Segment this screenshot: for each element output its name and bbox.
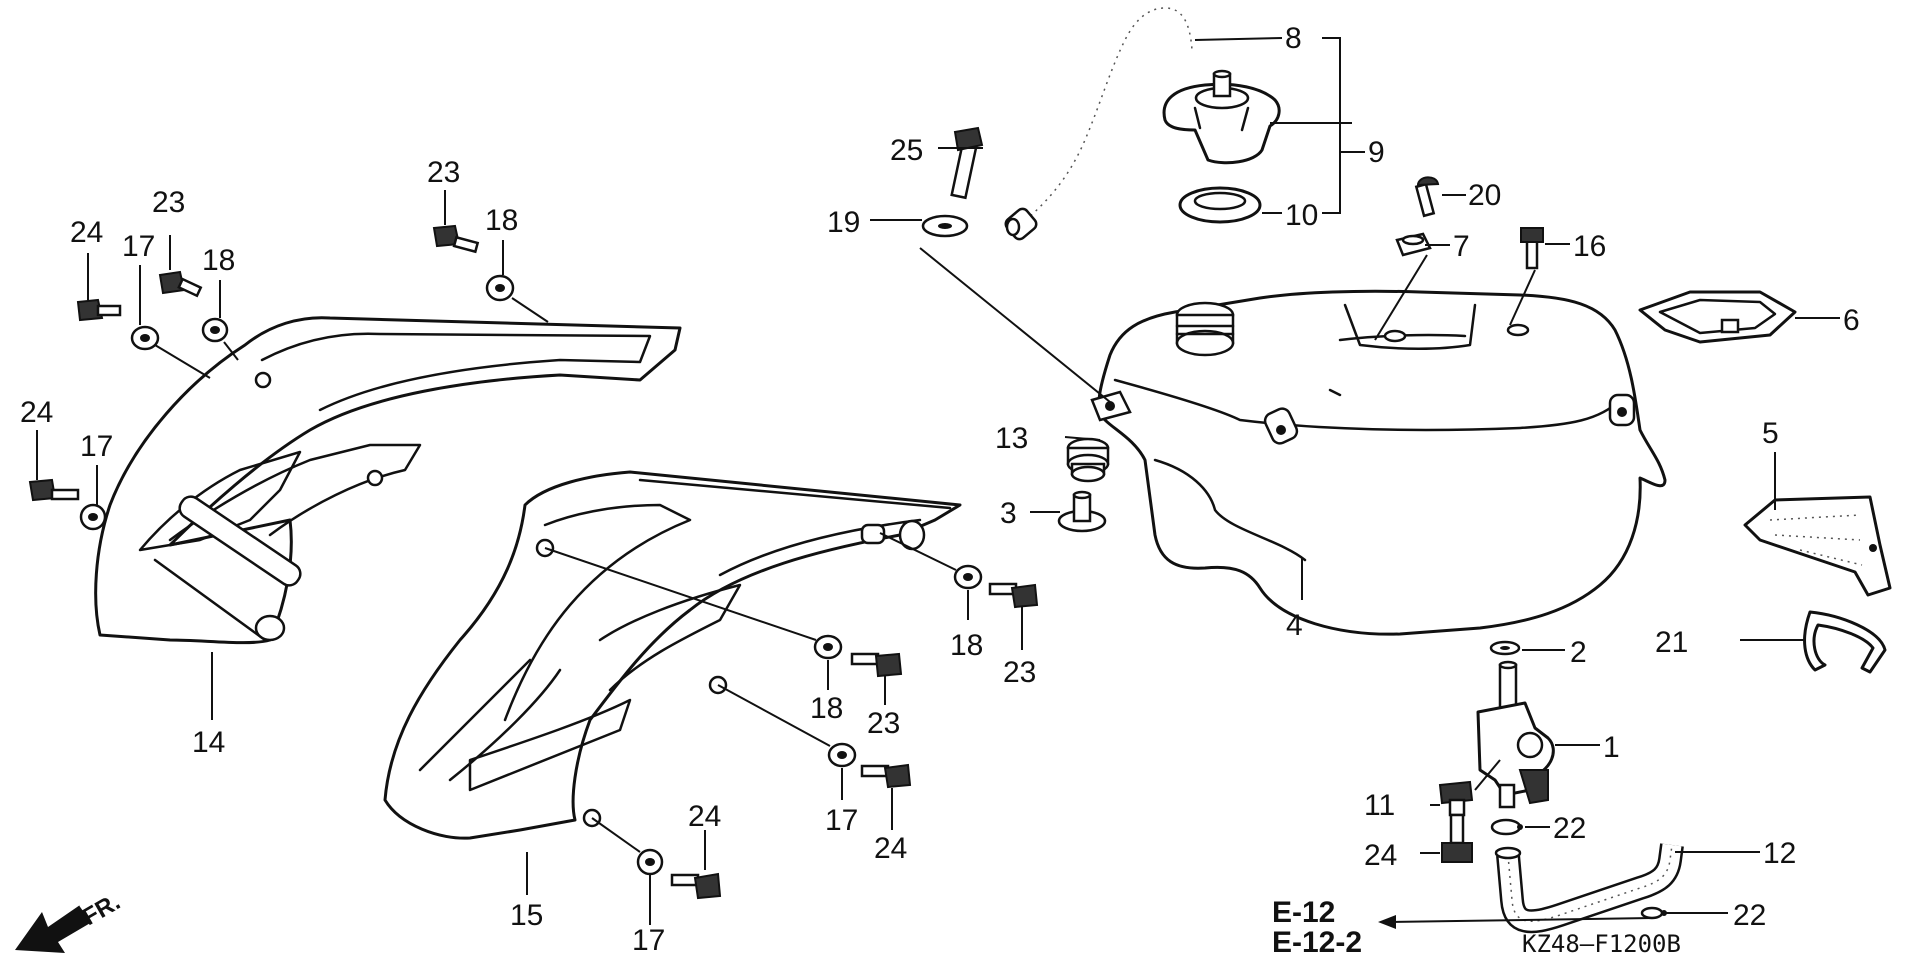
callout-2: 2 xyxy=(1570,636,1587,669)
callout-7: 7 xyxy=(1453,230,1470,263)
callout-24c: 24 xyxy=(874,832,907,865)
hardware-right-shroud xyxy=(636,564,1039,900)
washer-2-part xyxy=(1489,640,1521,656)
hardware-left-shroud xyxy=(28,224,515,531)
screw-20-part xyxy=(1414,176,1440,218)
clip-22a-part xyxy=(1490,818,1523,836)
callout-24d: 24 xyxy=(688,800,721,833)
callout-23b: 23 xyxy=(427,156,460,189)
callout-24a: 24 xyxy=(70,216,103,249)
callout-6: 6 xyxy=(1843,304,1860,337)
fuel-tank-part xyxy=(1090,289,1667,636)
clip-22b-part xyxy=(1640,906,1667,920)
callout-8: 8 xyxy=(1285,22,1302,55)
left-shroud-part xyxy=(94,316,682,645)
bolt-11-part xyxy=(1438,780,1474,817)
bolt-16-part xyxy=(1520,227,1544,270)
callout-17b: 17 xyxy=(80,430,113,463)
reference-e-12-2: E-12-2 xyxy=(1272,926,1362,959)
reference-labels: E-12 E-12-2 xyxy=(1272,896,1362,959)
callout-5: 5 xyxy=(1762,417,1779,450)
callout-1: 1 xyxy=(1603,731,1620,764)
callout-12: 12 xyxy=(1763,837,1796,870)
callout-24r: 24 xyxy=(1364,839,1397,872)
callout-23d: 23 xyxy=(867,707,900,740)
callout-18b: 18 xyxy=(485,204,518,237)
washer-19-part xyxy=(921,214,969,238)
fuel-hose-part xyxy=(1494,843,1684,934)
callout-9: 9 xyxy=(1368,136,1385,169)
rubber-6-part xyxy=(1638,290,1797,344)
callout-21: 21 xyxy=(1655,626,1688,659)
callout-17d: 17 xyxy=(632,924,665,957)
band-21-part xyxy=(1803,610,1887,674)
callout-14: 14 xyxy=(192,726,225,759)
fuel-cap-part xyxy=(1162,69,1281,165)
callout-20: 20 xyxy=(1468,179,1501,212)
bolt-24r-part xyxy=(1441,813,1473,863)
bolt-25-part xyxy=(950,126,984,200)
callout-labels: 8 9 10 25 19 20 7 16 6 13 3 4 5 21 2 1 1… xyxy=(20,22,1860,957)
collar-7-part xyxy=(1395,232,1432,257)
leader-lines xyxy=(36,37,1840,929)
cap-gasket-part xyxy=(1178,186,1262,224)
bracket-5-part xyxy=(1743,495,1892,597)
callout-19: 19 xyxy=(827,206,860,239)
callout-23c: 23 xyxy=(1003,656,1036,689)
callout-23a: 23 xyxy=(152,186,185,219)
callout-24b: 24 xyxy=(20,396,53,429)
front-direction-arrow-icon xyxy=(15,904,93,953)
drawing-code: KZ48—F1200B xyxy=(1522,930,1681,958)
callout-16: 16 xyxy=(1573,230,1606,263)
callout-18d: 18 xyxy=(810,692,843,725)
fuel-valve-part xyxy=(1476,660,1555,809)
callout-11: 11 xyxy=(1364,789,1395,822)
callout-15: 15 xyxy=(510,899,543,932)
callout-10: 10 xyxy=(1285,199,1318,232)
rubber-13-part xyxy=(1066,437,1110,483)
callout-17c: 17 xyxy=(825,804,858,837)
callout-25: 25 xyxy=(890,134,923,167)
callout-18a: 18 xyxy=(202,244,235,277)
callout-13: 13 xyxy=(995,422,1028,455)
breather-hose-part xyxy=(1004,2,1198,241)
reference-e-12: E-12 xyxy=(1272,896,1335,929)
callout-22b: 22 xyxy=(1733,899,1766,932)
callout-17a: 17 xyxy=(122,230,155,263)
collar-3-part xyxy=(1057,490,1107,533)
callout-18c: 18 xyxy=(950,629,983,662)
callout-3: 3 xyxy=(1000,497,1017,530)
right-shroud-part xyxy=(383,470,962,840)
callout-4: 4 xyxy=(1286,609,1303,642)
callout-22a: 22 xyxy=(1553,812,1586,845)
